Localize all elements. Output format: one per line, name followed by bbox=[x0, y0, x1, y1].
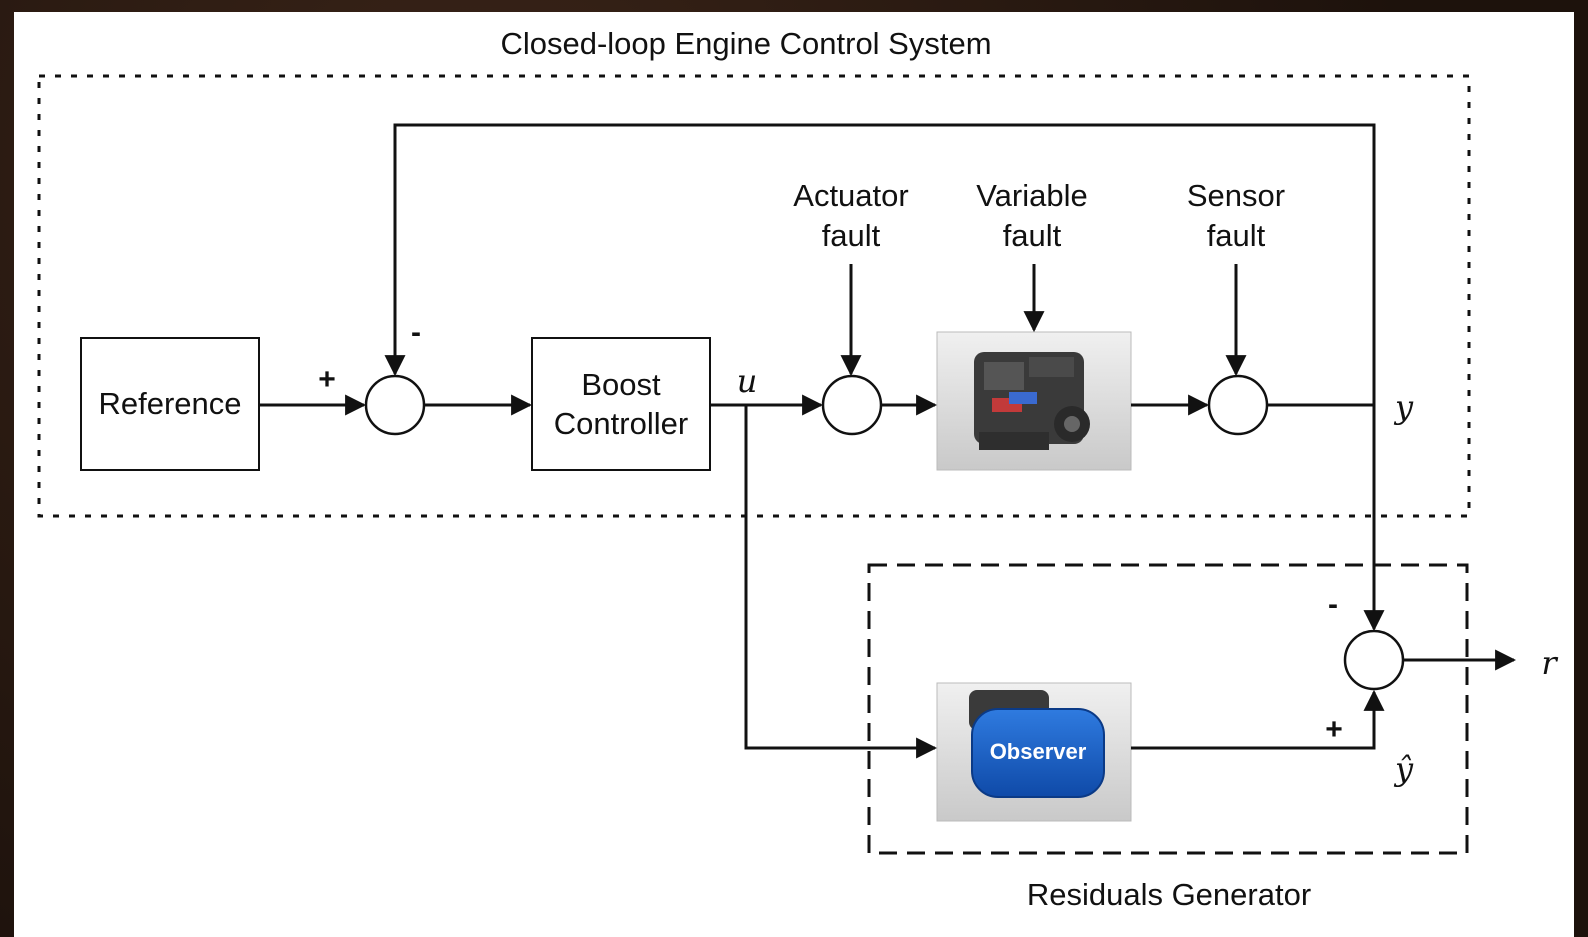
variable-fault-line1: Variable bbox=[976, 178, 1087, 213]
residuals-generator-label: Residuals Generator bbox=[1027, 877, 1311, 912]
controller-label-line1: Boost bbox=[581, 367, 661, 402]
sum-junction-residual bbox=[1343, 629, 1405, 691]
observer-label: Observer bbox=[990, 739, 1087, 764]
diagram-svg: Closed-loop Engine Control System Residu… bbox=[37, 26, 1558, 912]
feedback-path bbox=[384, 123, 1376, 405]
observer-badge bbox=[971, 708, 1105, 798]
variable-fault-line2: fault bbox=[1003, 218, 1062, 253]
diagram-title: Closed-loop Engine Control System bbox=[500, 26, 991, 61]
sum1-plus-sign: + bbox=[318, 363, 336, 396]
closed-loop-boundary bbox=[37, 74, 1471, 518]
engine-image bbox=[936, 331, 1132, 471]
reference-label: Reference bbox=[98, 386, 241, 421]
boost-controller-block bbox=[531, 337, 711, 471]
sum-junction-actuator bbox=[821, 374, 883, 436]
sum-junction-sensor bbox=[1207, 374, 1269, 436]
observer-image: Observer bbox=[936, 682, 1132, 822]
u-to-observer-path bbox=[744, 405, 938, 759]
actuator-fault-line1: Actuator bbox=[793, 178, 908, 213]
yhat-to-residual-path bbox=[1131, 689, 1385, 750]
sensor-fault-line2: fault bbox=[1207, 218, 1266, 253]
sensor-fault-line1: Sensor bbox=[1187, 178, 1285, 213]
residuals-generator-boundary bbox=[867, 563, 1469, 855]
residual-plus-sign: + bbox=[1325, 713, 1343, 746]
controller-label-line2: Controller bbox=[554, 406, 688, 441]
diagram-canvas: Closed-loop Engine Control System Residu… bbox=[14, 12, 1574, 937]
residual-minus-sign: - bbox=[1328, 588, 1338, 621]
sum1-minus-sign: - bbox=[411, 316, 421, 349]
y-signal-label: y bbox=[1393, 388, 1414, 426]
sum-junction-error bbox=[364, 374, 426, 436]
yhat-signal-label: ŷ bbox=[1393, 750, 1414, 788]
r-signal-label: r bbox=[1541, 644, 1558, 682]
actuator-fault-line2: fault bbox=[822, 218, 881, 253]
u-signal-label: u bbox=[737, 362, 758, 400]
